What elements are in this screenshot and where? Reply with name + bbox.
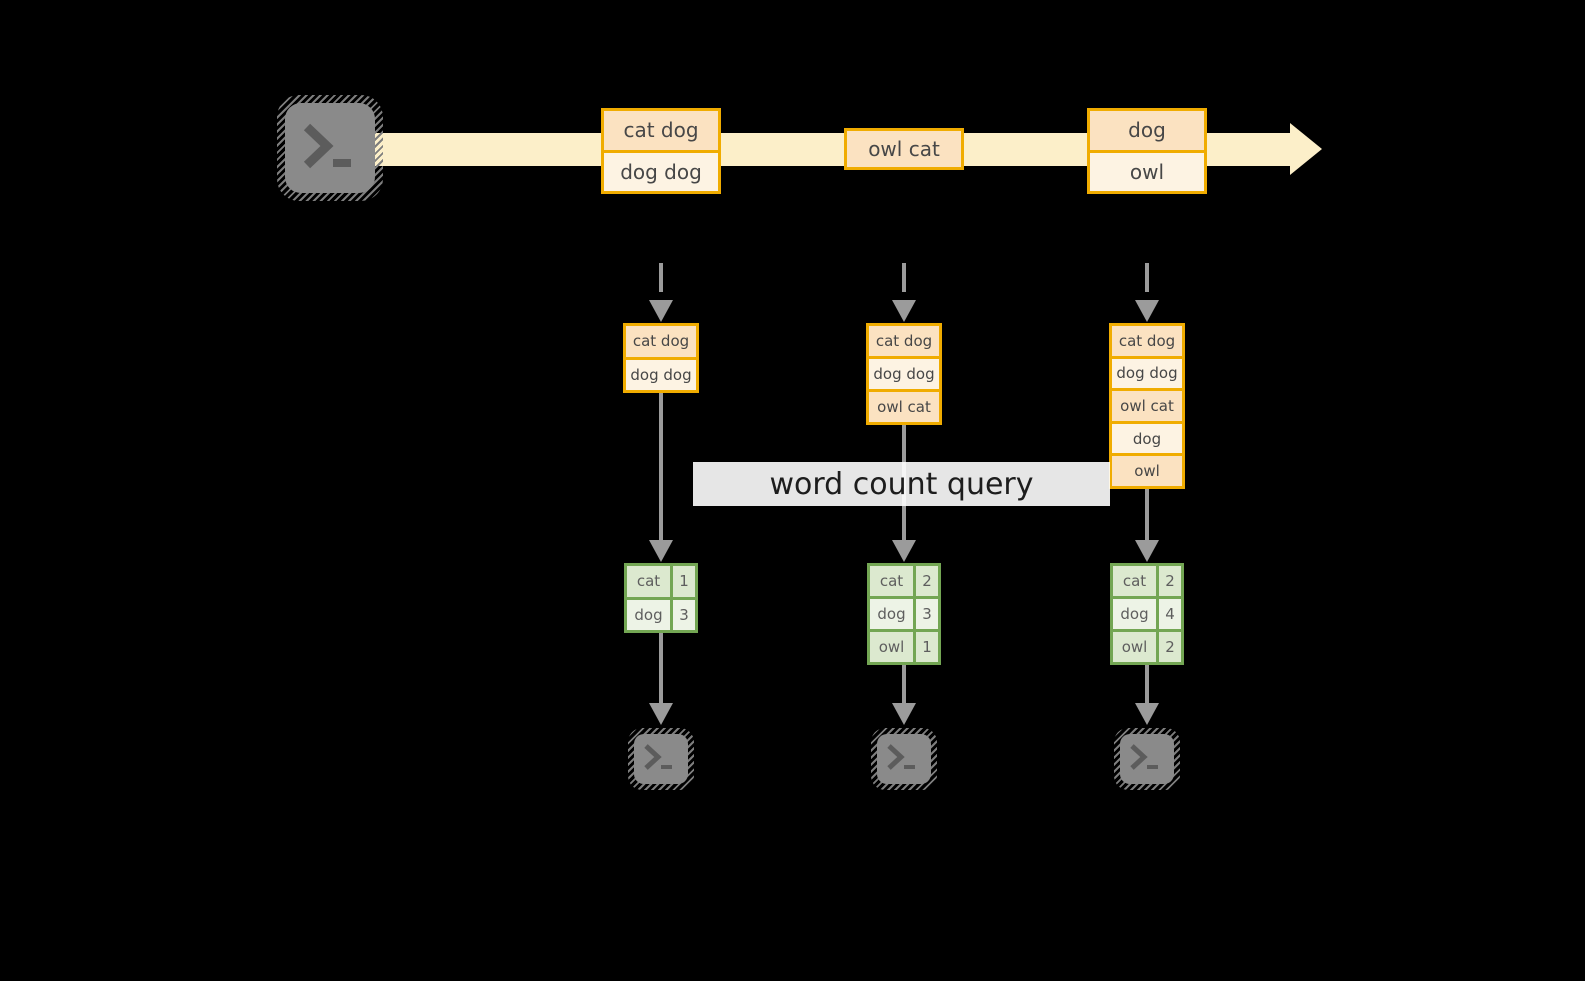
message-text: dog dog [604, 152, 718, 191]
stream-band-arrowhead [1290, 123, 1322, 175]
word-count-table: cat 1 dog 3 [624, 563, 698, 633]
word-count-row: dog 3 [870, 599, 938, 632]
word-cell: dog [1113, 599, 1159, 629]
buffer-to-query-arrow-head [1135, 540, 1159, 562]
word-cell: dog [627, 599, 673, 630]
terminal-prompt-icon [303, 123, 351, 169]
count-cell: 2 [1165, 572, 1175, 590]
count-cell: 1 [679, 572, 689, 591]
word-cell: cat [1113, 566, 1159, 596]
message-box: owl cat [844, 128, 964, 170]
word-count-table: cat 2 dog 3 owl 1 [867, 563, 941, 665]
buffer-message-text: cat dog [1112, 326, 1182, 359]
buffer-message-text: owl [1112, 456, 1182, 486]
count-cell: 2 [922, 572, 932, 590]
word-count-row: dog 4 [1113, 599, 1181, 632]
query-label-box: word count query [693, 462, 1110, 506]
stream-to-consumer-arrow-head [649, 300, 673, 322]
count-cell: 3 [922, 605, 932, 623]
buffer-message-text: dog dog [869, 359, 939, 392]
buffer-message-text: dog dog [626, 359, 696, 390]
buffer-message-text: owl cat [869, 392, 939, 422]
count-cell: 4 [1165, 605, 1175, 623]
word-count-row: owl 1 [870, 632, 938, 662]
message-text: owl cat [847, 131, 961, 167]
buffer-to-query-arrow-head [649, 540, 673, 562]
word-count-row: cat 2 [1113, 566, 1181, 599]
word-count-row: cat 2 [870, 566, 938, 599]
word-cell: cat [627, 566, 673, 597]
word-cell: owl [870, 632, 916, 662]
word-cell: owl [1113, 632, 1159, 662]
terminal-prompt-icon [644, 744, 672, 770]
query-to-output-arrow-head [892, 703, 916, 725]
word-count-row: dog 3 [627, 599, 695, 630]
query-to-output-arrow-head [649, 703, 673, 725]
count-cell: 1 [922, 638, 932, 656]
word-count-row: owl 2 [1113, 632, 1181, 662]
word-count-row: cat 1 [627, 566, 695, 600]
producer-terminal-icon [277, 95, 383, 201]
stream-to-consumer-arrow-head [1135, 300, 1159, 322]
word-cell: cat [870, 566, 916, 596]
word-count-table: cat 2 dog 4 owl 2 [1110, 563, 1184, 665]
stream-to-consumer-arrow-head [892, 300, 916, 322]
buffer-message-text: cat dog [626, 326, 696, 360]
count-cell: 3 [679, 605, 689, 624]
query-label-text: word count query [769, 466, 1034, 502]
buffer-message-text: cat dog [869, 326, 939, 359]
word-cell: dog [870, 599, 916, 629]
consumer-terminal-icon [1114, 728, 1180, 790]
buffer-message-text: owl cat [1112, 391, 1182, 424]
buffer-message-text: dog dog [1112, 358, 1182, 392]
buffer-to-query-arrow-head [892, 540, 916, 562]
terminal-prompt-icon [1130, 744, 1158, 770]
message-text: dog [1090, 111, 1204, 153]
query-to-output-arrow-head [1135, 703, 1159, 725]
message-text: cat dog [604, 111, 718, 153]
terminal-prompt-icon [887, 744, 915, 770]
buffer-message-text: dog [1112, 423, 1182, 457]
consumer-terminal-icon [871, 728, 937, 790]
consumer-terminal-icon [628, 728, 694, 790]
count-cell: 2 [1165, 638, 1175, 656]
message-text: owl [1090, 152, 1204, 191]
